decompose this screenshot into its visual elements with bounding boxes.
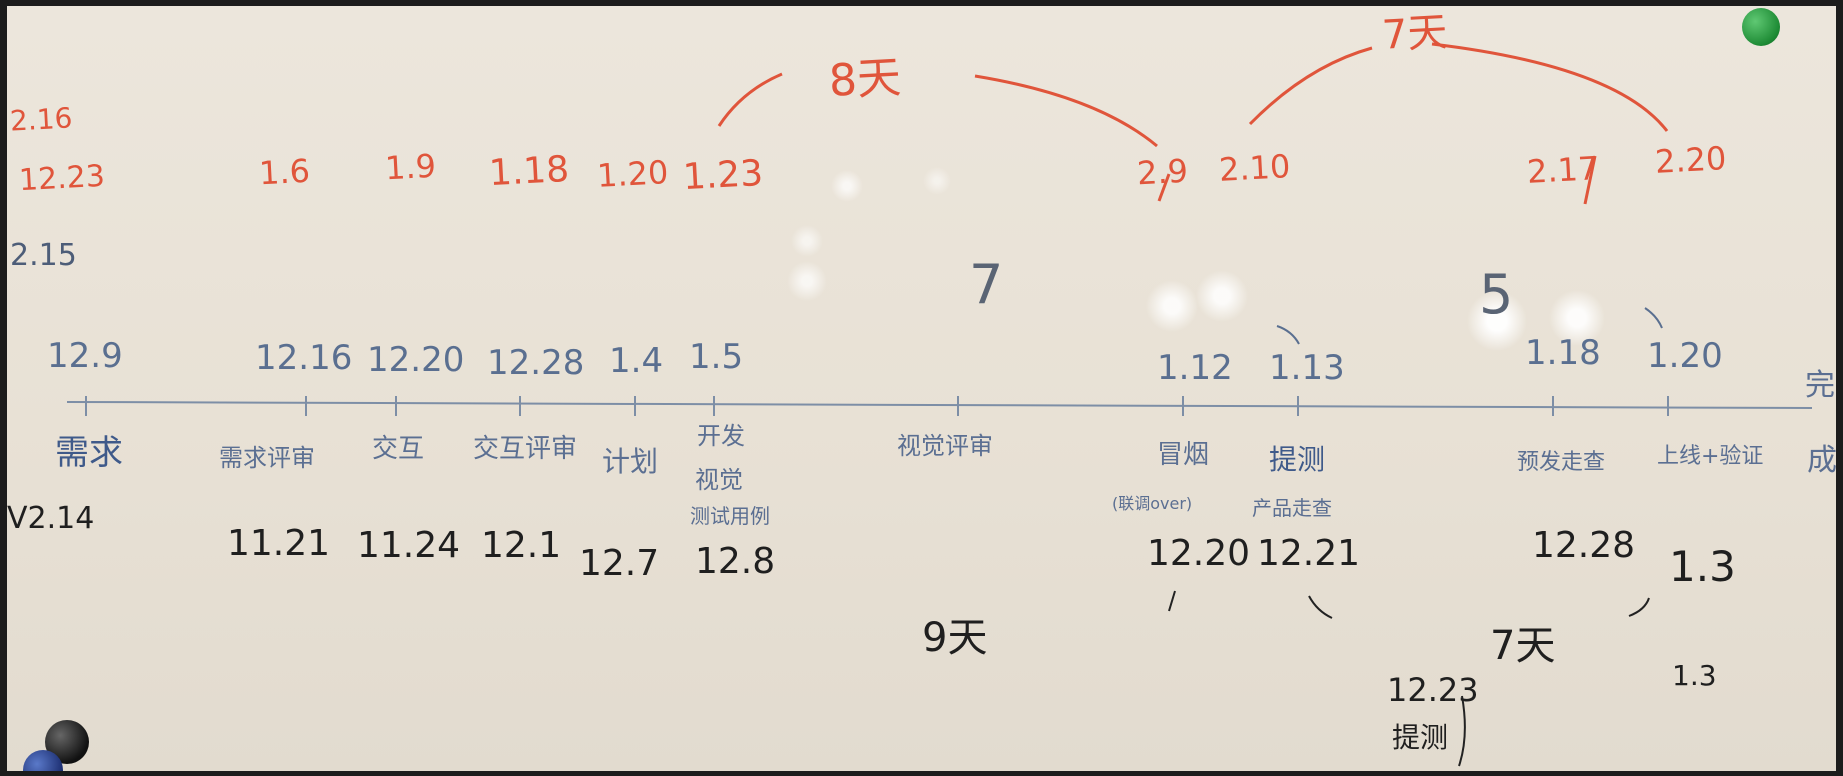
axis-tick [957, 396, 959, 416]
stage-visual: 视觉 [695, 466, 743, 494]
span-7-days: 7天 [1380, 9, 1449, 59]
black-date-12-20: 12.20 [1147, 533, 1251, 574]
axis-date-12-20: 12.20 [367, 340, 465, 380]
stage-develop: 开发 [697, 422, 745, 450]
axis-tick [519, 396, 521, 416]
stage-note-integration: (联调over) [1112, 494, 1193, 513]
duration-7: 7 [969, 253, 1004, 316]
red-date-1-23: 1.23 [681, 152, 765, 199]
span-9-days: 9天 [922, 615, 988, 661]
arc-8-days-left [717, 72, 783, 127]
axis-tick [1297, 396, 1299, 416]
red-date-1-9: 1.9 [384, 146, 437, 188]
black-date-12-1: 12.1 [481, 525, 562, 566]
axis-date-12-16: 12.16 [255, 338, 353, 378]
date-12-23: 12.23 [18, 158, 106, 199]
black-date-12-7: 12.7 [579, 543, 660, 584]
stage-note-product-walkthrough: 产品走查 [1252, 496, 1332, 520]
arc-8-days-right [974, 74, 1158, 148]
stage-plan: 计划 [602, 445, 659, 478]
red-date-1-18: 1.18 [487, 148, 571, 195]
axis-tick [85, 396, 87, 416]
red-date-2-17: 2.17 [1526, 149, 1600, 191]
axis-date-1-12: 1.12 [1157, 348, 1233, 388]
black-date-12-8: 12.8 [695, 541, 776, 582]
axis-tick [395, 396, 397, 416]
axis-tick [1182, 396, 1184, 416]
stage-pre-release-walkthrough: 预发走查 [1517, 450, 1606, 475]
stage-requirement-review: 需求评审 [219, 444, 315, 472]
black-date-12-28: 12.28 [1532, 525, 1636, 566]
axis-date-1-20: 1.20 [1647, 336, 1723, 376]
axis-tick [1552, 396, 1554, 416]
black-date-11-21: 11.21 [227, 523, 331, 564]
black-submit-test: 提测 [1392, 721, 1449, 754]
axis-tick [713, 396, 715, 416]
black-date-1-3-small: 1.3 [1672, 659, 1717, 692]
stage-smoke: 冒烟 [1157, 440, 1210, 470]
green-magnet [1742, 8, 1780, 46]
black-date-1-3: 1.3 [1669, 542, 1736, 591]
axis-date-1-18: 1.18 [1525, 333, 1601, 373]
stage-interaction: 交互 [372, 434, 425, 464]
stage-requirement: 需求 [55, 433, 123, 473]
red-date-2-10: 2.10 [1218, 147, 1292, 189]
axis-date-1-5: 1.5 [689, 337, 744, 377]
arc-7-days-right [1431, 42, 1669, 132]
stage-complete-1: 完 [1805, 368, 1835, 403]
red-date-1-20: 1.20 [596, 153, 670, 195]
blue-magnet [23, 750, 63, 771]
span-7-days-black: 7天 [1490, 623, 1556, 669]
axis-date-1-4: 1.4 [609, 341, 664, 381]
black-date-12-21: 12.21 [1257, 533, 1361, 574]
stage-submit-test: 提测 [1269, 443, 1326, 476]
stage-complete-2: 成 [1807, 443, 1836, 478]
axis-date-12-28: 12.28 [487, 343, 585, 383]
date-2-16: 2.16 [9, 101, 74, 138]
axis-tick [634, 396, 636, 416]
stage-visual-review: 视觉评审 [897, 432, 993, 460]
stage-interaction-review: 交互评审 [473, 434, 578, 464]
red-date-2-20: 2.20 [1654, 139, 1728, 181]
axis-tick [305, 396, 307, 416]
axis-date-1-13: 1.13 [1269, 348, 1345, 388]
span-8-days: 8天 [827, 52, 903, 107]
axis-tick [1667, 396, 1669, 416]
black-date-12-23: 12.23 [1387, 671, 1479, 709]
stage-note-test-cases: 测试用例 [690, 504, 770, 528]
red-date-2-9: 2.9 [1136, 151, 1189, 193]
duration-5: 5 [1479, 263, 1514, 326]
stage-launch-verify: 上线+验证 [1657, 444, 1764, 469]
version-v2-14: V2.14 [7, 501, 95, 536]
arc-7-days-left [1248, 46, 1373, 126]
date-2-15: 2.15 [10, 238, 77, 273]
red-date-1-6: 1.6 [258, 151, 311, 193]
axis-date-12-9: 12.9 [47, 336, 123, 376]
black-date-11-24: 11.24 [357, 525, 461, 566]
whiteboard: 2.16 12.23 2.15 1.6 1.9 1.18 1.20 1.23 2… [7, 6, 1836, 771]
timeline-axis [67, 400, 1812, 410]
